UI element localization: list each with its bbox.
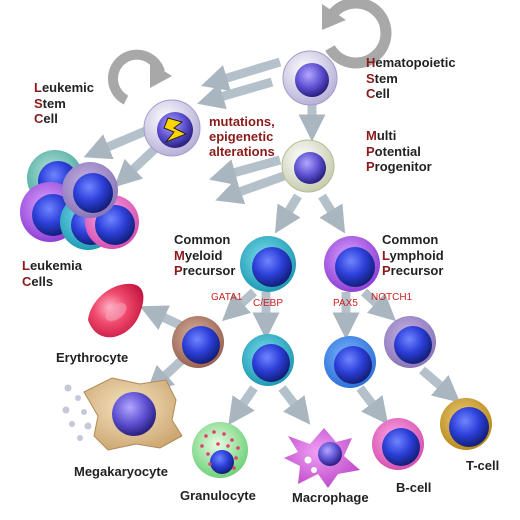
label-text: Common bbox=[382, 232, 439, 247]
granulocyte-macrophage-precursor-cell bbox=[242, 334, 294, 386]
b-cell bbox=[372, 418, 424, 470]
acronym-letter: S bbox=[366, 70, 375, 86]
acronym-letter: C bbox=[366, 86, 376, 101]
leukemia-label-line: Leukemia bbox=[22, 258, 82, 274]
label-text: ymphoid bbox=[389, 247, 444, 263]
cebp-label: C/EBP bbox=[253, 298, 284, 309]
acronym-letter: P bbox=[366, 159, 375, 174]
label-text: yeloid bbox=[184, 247, 223, 263]
acronym-letter: C bbox=[22, 273, 32, 289]
leukemia-cells-cluster bbox=[20, 150, 139, 250]
label-text: ells bbox=[31, 273, 54, 289]
b-cell-precursor bbox=[324, 336, 376, 388]
acronym-letter: L bbox=[22, 258, 30, 273]
self-renewal-arrow-icon bbox=[322, 0, 392, 69]
common-lymphoid-precursor-cell bbox=[324, 236, 380, 292]
label-text: recursor bbox=[390, 263, 444, 278]
acronym-letter: P bbox=[366, 143, 375, 159]
label-text: ell bbox=[375, 86, 390, 101]
hsc-label-line: Stem bbox=[366, 71, 456, 87]
label-text: ell bbox=[43, 111, 58, 126]
acronym-letter: S bbox=[34, 95, 43, 111]
label-text: otential bbox=[374, 143, 421, 159]
leukemia-label-line: Cells bbox=[22, 274, 82, 290]
label-text: eukemic bbox=[41, 80, 94, 95]
mpp-label-line: Progenitor bbox=[366, 159, 432, 175]
differentiation-arrows bbox=[83, 57, 461, 426]
cmp-label-line: Myeloid bbox=[174, 248, 235, 264]
macrophage-label: Macrophage bbox=[292, 490, 369, 505]
gata1-label: GATA1 bbox=[211, 292, 243, 303]
macrophage-cell bbox=[284, 428, 360, 488]
label-text: Common bbox=[174, 232, 231, 247]
label-text: recursor bbox=[182, 263, 236, 278]
pax5-label: PAX5 bbox=[333, 298, 358, 309]
mpp-label-line: Multi bbox=[366, 128, 432, 144]
acronym-letter: P bbox=[382, 263, 391, 278]
lsc-label-line: Stem bbox=[34, 96, 94, 112]
megakaryocyte-cell bbox=[62, 377, 183, 451]
label-text: eukemia bbox=[29, 258, 82, 273]
label-text: tem bbox=[374, 70, 398, 86]
granulocyte-label: Granulocyte bbox=[180, 488, 256, 503]
lsc-label-line: Leukemic bbox=[34, 80, 94, 96]
acronym-letter: L bbox=[34, 80, 42, 95]
acronym-letter: H bbox=[366, 55, 376, 70]
acronym-letter: P bbox=[174, 263, 183, 278]
t-cell-precursor bbox=[384, 316, 436, 368]
leukemia-cell bbox=[62, 162, 118, 218]
acronym-letter: L bbox=[382, 247, 390, 263]
lsc-label-line: Cell bbox=[34, 111, 94, 127]
cmp-label-line: Precursor bbox=[174, 263, 235, 279]
hematopoietic-stem-cell bbox=[282, 50, 338, 106]
megakaryocyte-label: Megakaryocyte bbox=[74, 464, 168, 479]
hsc-label-line: Hematopoietic bbox=[366, 55, 456, 71]
hsc-label-line: Cell bbox=[366, 86, 456, 102]
label-text: ulti bbox=[376, 128, 397, 143]
platelet-dots bbox=[62, 384, 92, 441]
erythro-megakaryocyte-precursor-cell bbox=[172, 316, 224, 368]
clp-label-line: Lymphoid bbox=[382, 248, 444, 264]
acronym-letter: M bbox=[366, 128, 377, 143]
leukemic-stem-cell bbox=[143, 99, 201, 157]
clp-label-line: Common bbox=[382, 232, 444, 248]
lightning-bolt-icon bbox=[163, 117, 188, 144]
multipotential-progenitor-cell bbox=[281, 139, 335, 193]
cmp-label-line: Common bbox=[174, 232, 235, 248]
granulocyte-cell bbox=[192, 422, 248, 478]
self-renewal-arrow-icon bbox=[107, 49, 172, 105]
clp-label-line: Precursor bbox=[382, 263, 444, 279]
erythrocyte-cell bbox=[88, 283, 144, 338]
mpp-label-line: Potential bbox=[366, 144, 432, 160]
label-text: ematopoietic bbox=[375, 55, 456, 70]
erythrocyte-label: Erythrocyte bbox=[56, 350, 129, 365]
acronym-letter: C bbox=[34, 111, 44, 126]
common-myeloid-precursor-cell bbox=[240, 236, 296, 292]
tcell-label: T-cell bbox=[466, 458, 500, 473]
label-text: tem bbox=[42, 95, 66, 111]
bcell-label: B-cell bbox=[396, 480, 432, 495]
acronym-letter: M bbox=[174, 247, 185, 263]
notch1-label: NOTCH1 bbox=[371, 292, 413, 303]
label-text: rogenitor bbox=[374, 159, 432, 174]
t-cell bbox=[440, 398, 492, 450]
mutations-label: mutations, epigenetic alterations bbox=[209, 114, 275, 159]
